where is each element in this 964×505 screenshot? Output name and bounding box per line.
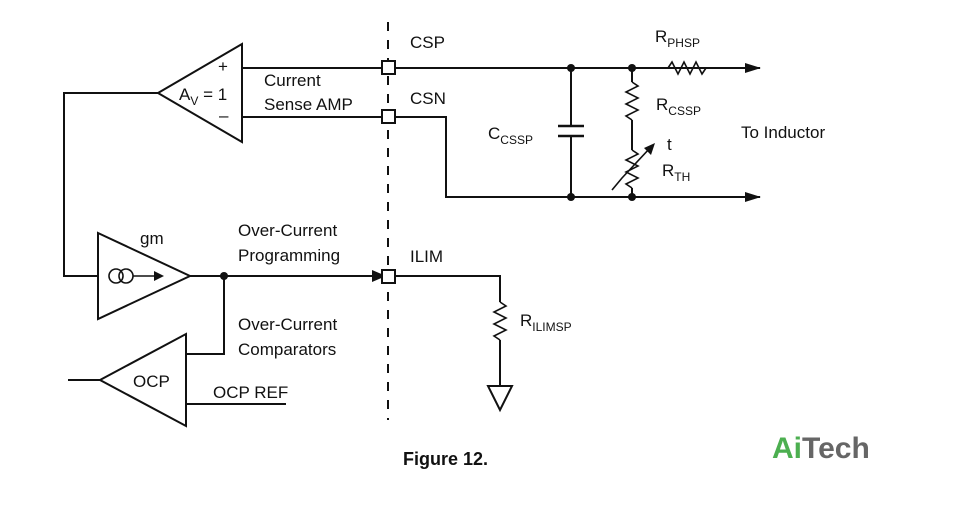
r-phsp-resistor <box>667 60 707 76</box>
gm-amp <box>97 231 193 321</box>
r-phsp-label: RPHSP <box>655 27 700 50</box>
junction-dot <box>567 64 575 72</box>
aitech-logo: AiTech <box>772 432 870 465</box>
csn-pin-label: CSN <box>410 89 446 108</box>
amp-gain-label: AV = 1 <box>179 85 227 108</box>
csp-pin <box>381 60 396 75</box>
r-cssp-resistor <box>624 81 640 121</box>
ilim-arrow-head <box>372 270 386 282</box>
ilim-pin <box>381 269 396 284</box>
thermistor-arrowhead <box>644 143 655 155</box>
thermistor-slash <box>611 147 651 191</box>
over-current-programming-label-2: Programming <box>238 246 340 265</box>
gm-label: gm <box>140 229 164 248</box>
csn-wire <box>242 116 761 202</box>
csn-pin <box>381 109 396 124</box>
comparator-input-wire <box>186 276 225 355</box>
junction-dot <box>567 193 575 201</box>
ocp-label: OCP <box>133 372 170 391</box>
current-source-icon <box>108 268 124 284</box>
figure-caption: Figure 12. <box>403 449 488 469</box>
current-sense-amp <box>156 42 243 144</box>
ocp-ref-label: OCP REF <box>213 383 288 402</box>
ilim-to-resistor-wire <box>395 275 501 302</box>
amp-plus-sign: + <box>218 57 228 76</box>
r-ilimsp-resistor <box>492 301 508 341</box>
r-th-thermistor <box>624 149 640 189</box>
ilim-pin-label: ILIM <box>410 247 443 266</box>
thermistor-t-label: t <box>667 135 672 154</box>
feedback-wire <box>63 92 158 277</box>
c-cssp-label: CCSSP <box>488 124 533 147</box>
amp-minus-sign: – <box>219 106 229 125</box>
junction-dot <box>628 64 636 72</box>
ground-icon <box>486 385 514 413</box>
ocp-comparator <box>97 332 187 428</box>
current-sense-amp-label: Current <box>264 71 321 90</box>
over-current-comparators-label-2: Comparators <box>238 340 336 359</box>
r-cssp-label: RCSSP <box>656 95 701 118</box>
csp-pin-label: CSP <box>410 33 445 52</box>
junction-dot <box>628 193 636 201</box>
r-th-label: RTH <box>662 161 690 184</box>
gm-arrow-head <box>154 271 164 281</box>
over-current-comparators-label: Over-Current <box>238 315 337 334</box>
to-inductor-label: To Inductor <box>741 123 825 142</box>
over-current-programming-label: Over-Current <box>238 221 337 240</box>
current-source-icon <box>118 268 134 284</box>
r-ilimsp-label: RILIMSP <box>520 311 572 334</box>
current-sense-amp-label-2: Sense AMP <box>264 95 353 114</box>
